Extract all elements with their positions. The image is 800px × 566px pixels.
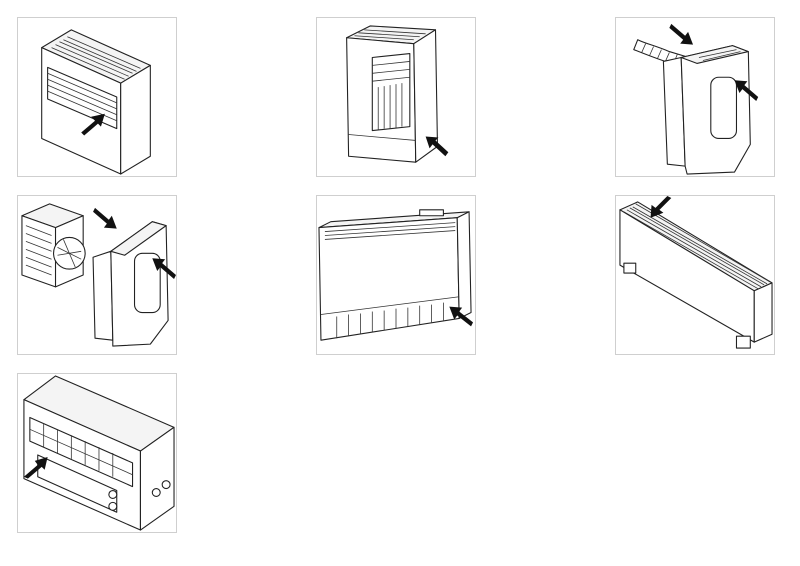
outdoor-condenser — [21, 203, 86, 288]
arrow-icon — [734, 80, 759, 101]
control-knob-icon — [108, 489, 118, 499]
control-knob-icon — [151, 488, 161, 497]
condenser-fins — [25, 225, 52, 276]
wall-mounted-unit-drawing — [41, 29, 151, 175]
portable-unit-with-exhaust-hose-drawing — [633, 23, 759, 175]
front-grille — [29, 423, 133, 477]
panel-portable-unit-with-exhaust-hose — [615, 17, 775, 177]
arrow-icon — [152, 258, 176, 279]
front-louvers — [47, 72, 117, 122]
window-unit-drawing — [23, 375, 175, 531]
top-vents — [354, 29, 426, 41]
control-knob-icon — [161, 480, 171, 490]
control-knob-icon — [108, 501, 118, 511]
panel-console-unit — [316, 195, 476, 355]
top-grille — [623, 203, 771, 290]
arrow-icon — [650, 196, 672, 218]
panel-window-unit — [17, 373, 177, 533]
low-fan-coil-unit-drawing — [619, 196, 773, 349]
floor-standing-cabinet-unit-drawing — [346, 25, 449, 163]
arrow-icon — [81, 113, 105, 136]
panel-wall-mounted-unit — [17, 17, 177, 177]
console-unit-drawing — [318, 209, 474, 341]
arrow-icon — [93, 207, 117, 229]
arrow-icon — [23, 456, 48, 479]
top-vents — [698, 49, 741, 61]
top-grille — [51, 36, 141, 80]
arrow-icon — [669, 23, 694, 45]
panel-floor-standing-cabinet-unit — [316, 17, 476, 177]
panel-split-portable-unit-with-outdoor-condenser — [17, 195, 177, 355]
top-grille — [324, 222, 456, 240]
arrow-icon — [449, 306, 474, 327]
left-foot — [623, 262, 637, 274]
split-portable-unit-drawing — [21, 203, 176, 347]
panel-low-fan-coil-unit — [615, 195, 775, 355]
bottom-louvers — [336, 302, 444, 339]
right-foot — [735, 335, 751, 349]
arrow-icon — [425, 136, 449, 157]
front-grille — [372, 61, 410, 130]
